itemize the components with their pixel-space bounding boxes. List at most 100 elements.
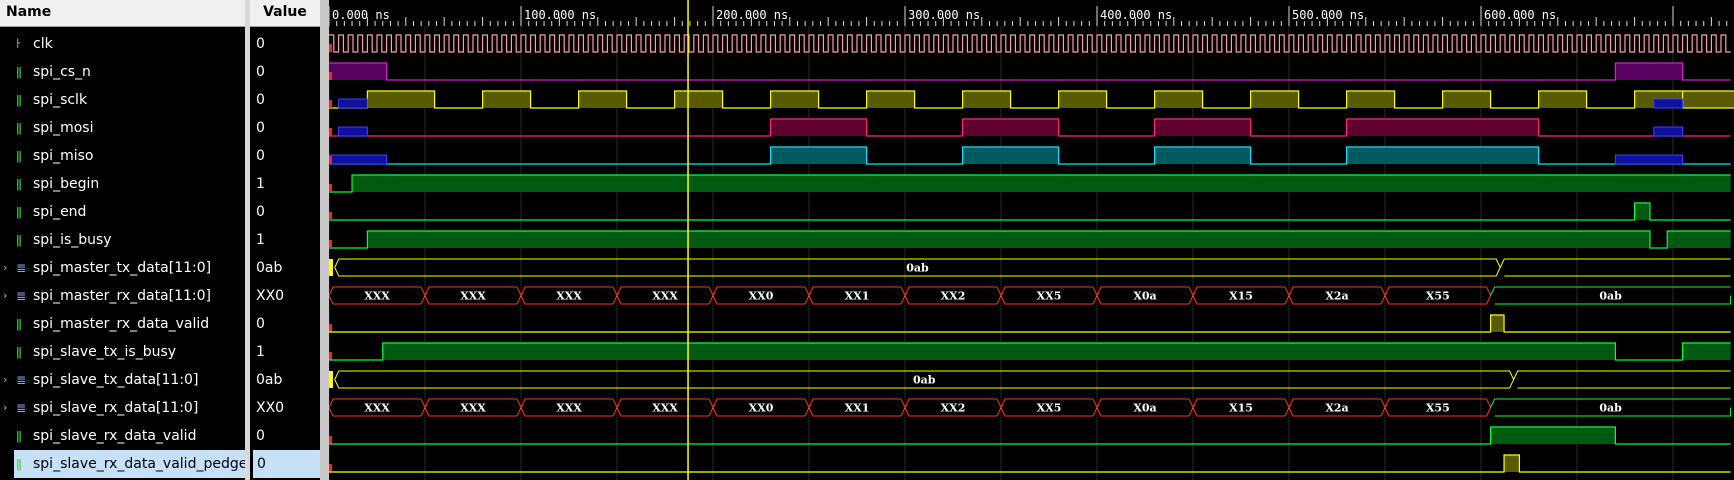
- signal-trace: [329, 62, 1731, 81]
- signal-fill: [1154, 91, 1203, 108]
- expand-chevron-icon[interactable]: ›: [3, 373, 8, 386]
- signal-fill: [1154, 119, 1251, 136]
- signal-fill: [1667, 231, 1731, 248]
- signal-value: XX0: [256, 400, 285, 416]
- signal-fill: [962, 119, 1059, 136]
- bus-value-label: XX1: [845, 290, 870, 303]
- init-marker: [329, 156, 332, 164]
- signal-name: spi_slave_rx_data[11:0]: [33, 400, 199, 416]
- signal-trace: [329, 118, 1731, 137]
- signal-fill: [1490, 315, 1505, 332]
- signal-row[interactable]: ›≣spi_master_tx_data[11:0]: [0, 254, 245, 282]
- bit-icon: ǁ: [16, 345, 22, 359]
- signal-fill: [770, 91, 819, 108]
- signal-fill: [674, 91, 723, 108]
- signal-row[interactable]: ›≣spi_slave_tx_data[11:0]: [0, 366, 245, 394]
- signal-name: spi_cs_n: [33, 64, 91, 80]
- signal-fill: [1634, 203, 1650, 220]
- signal-fill: [1154, 147, 1251, 164]
- signal-value: 0: [256, 204, 265, 220]
- undefined-marker: [338, 126, 368, 137]
- init-marker: [329, 44, 332, 52]
- ruler-label: 200.000 ns: [716, 8, 788, 22]
- bus-value-label: XX5: [1037, 402, 1062, 415]
- time-ruler: [329, 0, 1734, 26]
- signal-name: spi_slave_tx_data[11:0]: [33, 372, 199, 388]
- value-wave-divider[interactable]: [320, 0, 329, 480]
- expand-chevron-icon[interactable]: ›: [3, 261, 8, 274]
- signal-name: spi_is_busy: [33, 232, 112, 248]
- signal-value: 0ab: [256, 260, 283, 276]
- signal-fill: [866, 91, 915, 108]
- bus-init-marker: [329, 371, 333, 388]
- signal-trace: [329, 454, 1731, 473]
- signal-row[interactable]: › ≣ spi_slave_rx_data[11:0]: [0, 394, 245, 422]
- signal-trace: [329, 202, 1731, 221]
- undefined-marker: [1614, 154, 1684, 165]
- signal-name: spi_slave_tx_is_busy: [33, 344, 177, 360]
- bus-value-label: X15: [1229, 290, 1253, 303]
- signal-fill: [352, 175, 1731, 192]
- bit-icon: ǁ: [16, 65, 22, 79]
- bus-icon: ≣: [16, 401, 27, 415]
- name-value-divider[interactable]: [245, 0, 250, 480]
- expand-chevron-icon[interactable]: ›: [3, 401, 8, 414]
- signal-fill: [1682, 343, 1731, 360]
- signal-row[interactable]: ǁ spi_slave_tx_is_busy: [0, 338, 245, 366]
- bus-value-label: XX5: [1037, 290, 1062, 303]
- signal-row[interactable]: ǁ spi_cs_n: [0, 58, 245, 86]
- bus-segment: [1490, 398, 1732, 417]
- undefined-marker: [1653, 98, 1684, 109]
- name-column-header[interactable]: Name: [0, 0, 245, 27]
- signal-fill: [578, 91, 627, 108]
- bus-value-label: XXX: [556, 290, 582, 303]
- bus-value-label: 0ab: [906, 262, 929, 275]
- signal-fill: [1615, 63, 1683, 80]
- signal-row[interactable]: ›≣spi_master_rx_data[11:0]: [0, 282, 245, 310]
- bit-icon: ǁ: [16, 93, 22, 107]
- signal-name: clk: [33, 36, 53, 52]
- ruler-label: 300.000 ns: [908, 8, 980, 22]
- bus-init-marker: [329, 259, 333, 276]
- bus-value-label: 0ab: [1599, 402, 1622, 415]
- signal-row[interactable]: ŀclk: [0, 30, 245, 58]
- signal-value: 1: [256, 344, 265, 360]
- init-marker: [329, 128, 332, 136]
- signal-fill: [770, 119, 867, 136]
- undefined-marker: [1653, 126, 1684, 137]
- signal-trace: [329, 230, 1731, 249]
- signal-trace: [329, 146, 1731, 165]
- bus-value-label: 0ab: [1599, 290, 1622, 303]
- signal-value: XX0: [256, 288, 285, 304]
- signal-name: spi_mosi: [33, 120, 94, 136]
- expand-chevron-icon[interactable]: ›: [3, 289, 8, 302]
- bit-icon: ŀ: [16, 37, 21, 51]
- ruler-label: 500.000 ns: [1292, 8, 1364, 22]
- bus-value-label: X2a: [1325, 402, 1348, 415]
- signal-fill: [382, 343, 1616, 360]
- init-marker: [329, 352, 332, 360]
- signal-value: 0: [256, 316, 265, 332]
- value-column-header[interactable]: Value: [250, 0, 320, 27]
- signal-trace: [329, 90, 1734, 109]
- undefined-marker: [338, 98, 368, 109]
- bus-value-label: XX2: [941, 290, 966, 303]
- bus-value-label: X0a: [1133, 290, 1156, 303]
- signal-name: spi_miso: [33, 148, 94, 164]
- bus-icon: ≣: [16, 261, 27, 275]
- ruler-label: 400.000 ns: [1100, 8, 1172, 22]
- init-marker: [329, 184, 332, 192]
- ruler-label: 600.000 ns: [1484, 8, 1556, 22]
- signal-value: 0: [253, 450, 320, 478]
